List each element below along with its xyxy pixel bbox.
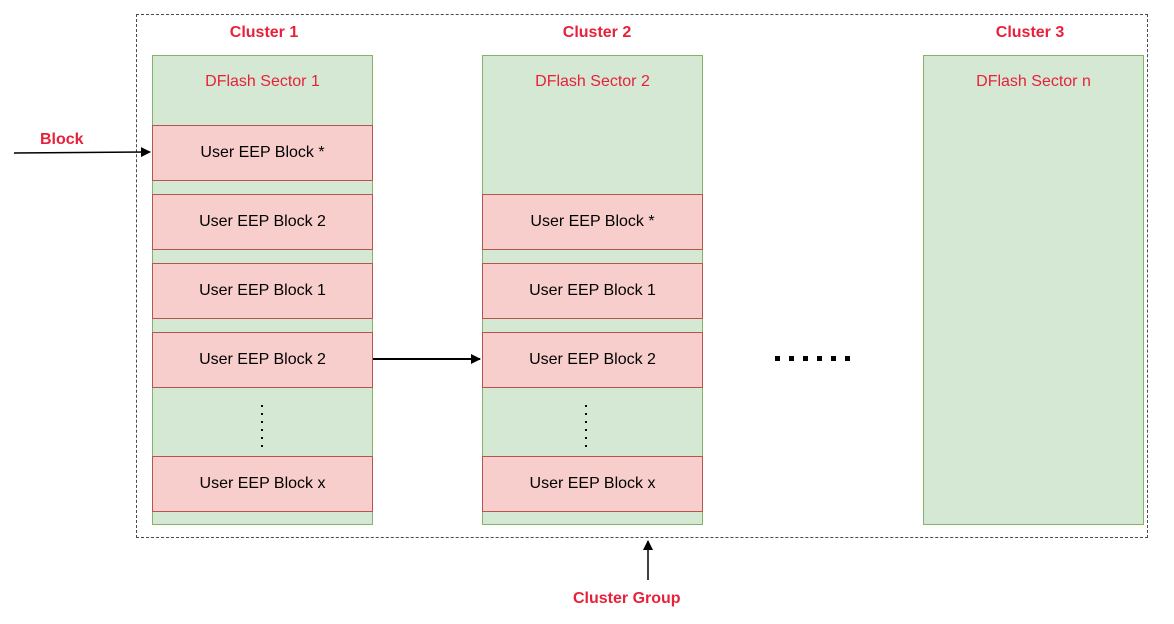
sector-2-block-2: User EEP Block 1 — [482, 263, 703, 319]
sector-2-title: DFlash Sector 2 — [535, 73, 650, 90]
sector-1-vertical-ellipsis — [260, 405, 264, 447]
dflash-sector-2: DFlash Sector 2 User EEP Block * User EE… — [482, 55, 703, 525]
sector-1-title: DFlash Sector 1 — [205, 73, 320, 90]
dflash-sector-1: DFlash Sector 1 User EEP Block * User EE… — [152, 55, 373, 525]
cluster-1-label: Cluster 1 — [229, 24, 299, 41]
block-pointer-arrow — [13, 147, 151, 158]
cluster-group-annotation-label: Cluster Group — [573, 590, 681, 607]
sector-1-block-5: User EEP Block x — [152, 456, 373, 512]
dflash-sector-n: DFlash Sector n — [923, 55, 1144, 525]
sector-2-vertical-ellipsis — [584, 405, 588, 447]
block-annotation-label: Block — [40, 131, 84, 148]
sector-2-block-1: User EEP Block * — [482, 194, 703, 250]
horizontal-ellipsis — [775, 356, 850, 361]
sector-2-block-4: User EEP Block x — [482, 456, 703, 512]
sector-1-block-3: User EEP Block 1 — [152, 263, 373, 319]
sector-1-block-2: User EEP Block 2 — [152, 194, 373, 250]
sector-1-block-4: User EEP Block 2 — [152, 332, 373, 388]
cluster-group-boundary — [136, 14, 1148, 538]
sector-1-block-1: User EEP Block * — [152, 125, 373, 181]
cluster-2-label: Cluster 2 — [562, 24, 632, 41]
sector-n-title: DFlash Sector n — [976, 73, 1091, 90]
sector-2-block-3: User EEP Block 2 — [482, 332, 703, 388]
cluster-3-label: Cluster 3 — [995, 24, 1065, 41]
